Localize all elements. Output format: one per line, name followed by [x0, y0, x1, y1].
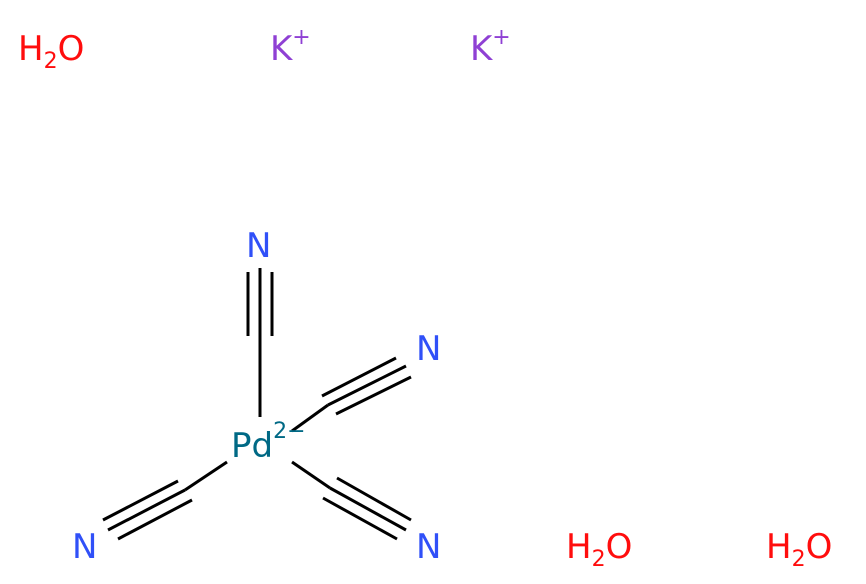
svg-text:K+: K+: [270, 25, 311, 69]
water-1: H2O: [18, 29, 84, 74]
nitrogen-lowleft: N: [72, 527, 97, 567]
triple-bond-lowright: [322, 476, 412, 541]
water-3: H2O: [766, 527, 832, 572]
water-2: H2O: [566, 527, 632, 572]
bond-pd-c-upright: [291, 403, 329, 433]
svg-text:K+: K+: [470, 25, 511, 69]
svg-text:Pd2−: Pd2−: [231, 419, 306, 466]
bond-pd-c-lowleft: [184, 460, 228, 492]
potassium-ion-2: K+: [470, 25, 511, 69]
palladium-center: Pd2−: [231, 419, 306, 466]
bonds: [102, 268, 412, 541]
bond-pd-c-lowright: [291, 460, 331, 490]
svg-text:H2O: H2O: [18, 29, 84, 74]
nitrogen-upright: N: [416, 329, 441, 369]
svg-text:H2O: H2O: [566, 527, 632, 572]
triple-bond-lowleft: [102, 479, 193, 541]
nitrogen-top: N: [246, 226, 271, 266]
potassium-ion-1: K+: [270, 25, 311, 69]
svg-text:H2O: H2O: [766, 527, 832, 572]
nitrogen-lowright: N: [416, 527, 441, 567]
triple-bond-top: [246, 268, 274, 340]
triple-bond-upright: [321, 356, 412, 416]
